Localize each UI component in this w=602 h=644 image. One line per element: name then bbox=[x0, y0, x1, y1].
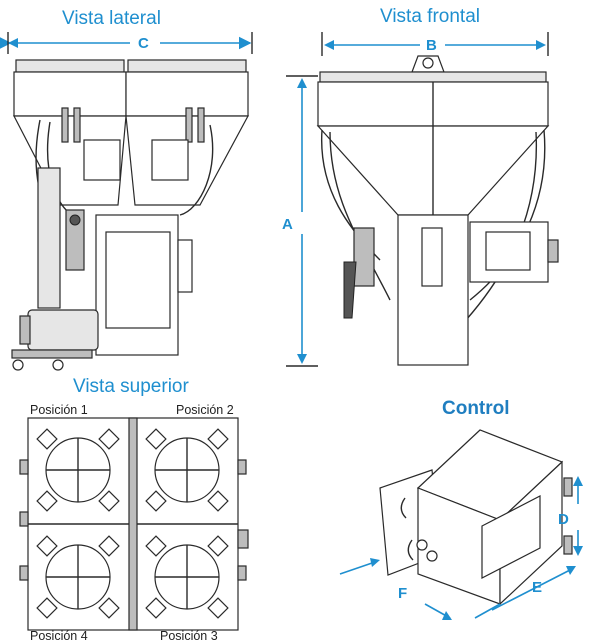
front-view-title: Vista frontal bbox=[380, 6, 480, 27]
top-quadrant-1 bbox=[36, 428, 120, 512]
hopper-lid-right bbox=[127, 59, 247, 73]
bracket-slot-top bbox=[400, 497, 407, 519]
mixing-window bbox=[105, 231, 171, 329]
valve-4 bbox=[197, 107, 205, 143]
control-title: Control bbox=[442, 398, 510, 419]
dim-d-top-head bbox=[573, 476, 583, 486]
position-2-label: Posición 2 bbox=[176, 403, 234, 417]
side-mount-panel bbox=[37, 167, 61, 309]
top-bracket-left-1 bbox=[19, 459, 29, 475]
base-rail bbox=[11, 349, 93, 359]
control-box-connector-top bbox=[563, 477, 573, 497]
front-control-window bbox=[485, 231, 531, 271]
top-bracket-right-2 bbox=[237, 529, 249, 549]
dim-f-top-head bbox=[370, 558, 380, 567]
top-bracket-right-1 bbox=[237, 459, 247, 475]
valve-3 bbox=[185, 107, 193, 143]
valve-2 bbox=[73, 107, 81, 143]
motor-endcap bbox=[19, 315, 31, 345]
dim-e-head bbox=[566, 566, 576, 575]
base-wheel-right bbox=[52, 359, 64, 371]
hose-3 bbox=[179, 124, 214, 216]
valve-1 bbox=[61, 107, 69, 143]
top-divider-v bbox=[128, 417, 138, 631]
top-bracket-left-3 bbox=[19, 565, 29, 581]
dim-e-label: E bbox=[532, 579, 542, 596]
side-handle bbox=[177, 239, 193, 293]
control-box-connector-bottom bbox=[563, 535, 573, 555]
front-valve-body bbox=[343, 261, 357, 319]
dim-f-label: F bbox=[398, 585, 407, 602]
control-box-knob-2 bbox=[426, 550, 438, 562]
side-view-drawing: C bbox=[0, 32, 253, 371]
position-1-label: Posición 1 bbox=[30, 403, 88, 417]
dim-a-bottom-head bbox=[297, 354, 307, 364]
dim-e-line bbox=[491, 569, 571, 611]
control-box-knob-1 bbox=[416, 539, 428, 551]
regulator-gauge bbox=[69, 214, 81, 226]
control-box-drawing: D E F bbox=[339, 429, 583, 620]
lifting-eye-hole bbox=[422, 57, 434, 69]
dim-c-left-head bbox=[8, 38, 18, 48]
dim-e-lower-line bbox=[474, 603, 501, 619]
load-cell-plate-right bbox=[151, 139, 189, 181]
top-bracket-right-3 bbox=[237, 565, 247, 581]
base-wheel-left bbox=[12, 359, 24, 371]
mixer-motor bbox=[27, 309, 99, 351]
position-3-label: Posición 3 bbox=[160, 629, 218, 643]
top-quadrant-4 bbox=[36, 535, 120, 619]
dim-a-label: A bbox=[282, 216, 293, 233]
front-inspection-slot bbox=[421, 227, 443, 287]
dim-b-left-head bbox=[324, 40, 334, 50]
hopper-top-left bbox=[13, 71, 127, 117]
air-regulator bbox=[65, 209, 85, 271]
top-quadrant-3 bbox=[145, 535, 229, 619]
top-quadrant-2 bbox=[145, 428, 229, 512]
load-cell-plate-left bbox=[83, 139, 121, 181]
front-view-drawing: B A bbox=[282, 32, 559, 367]
top-view-title: Vista superior bbox=[73, 376, 189, 397]
position-4-label: Posición 4 bbox=[30, 629, 88, 643]
control-box-window bbox=[481, 495, 541, 579]
dim-a-top-head bbox=[297, 78, 307, 88]
front-air-regulator bbox=[353, 227, 375, 287]
dim-f-line-top bbox=[339, 561, 376, 575]
dim-d-bottom-head bbox=[573, 546, 583, 556]
top-bracket-left-2 bbox=[19, 511, 29, 527]
front-control-connector bbox=[547, 239, 559, 263]
dim-f-bottom-head bbox=[442, 611, 452, 620]
bracket-slot-bottom bbox=[407, 539, 414, 561]
dim-b-right-head bbox=[536, 40, 546, 50]
dim-c-label: C bbox=[138, 35, 149, 52]
dim-b-label: B bbox=[426, 37, 437, 54]
top-view-drawing: Posición 1 Posición 2 Posición 4 Posició… bbox=[19, 403, 249, 643]
side-view-title: Vista lateral bbox=[62, 8, 161, 29]
front-hose-2 bbox=[329, 131, 391, 301]
front-lid bbox=[319, 71, 547, 83]
hopper-lid-left bbox=[15, 59, 125, 73]
dim-d-label: D bbox=[558, 511, 569, 528]
